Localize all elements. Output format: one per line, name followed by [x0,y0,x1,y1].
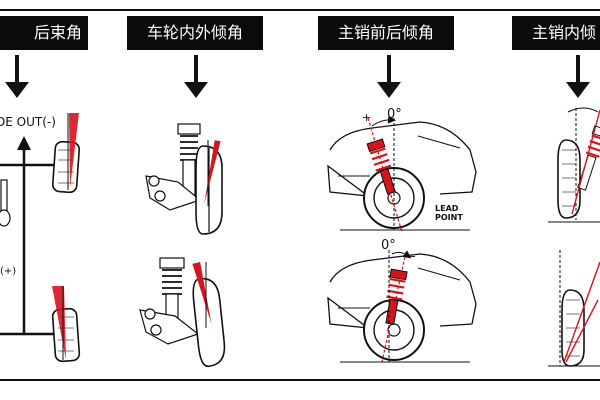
wheel-icon [51,140,81,194]
caster-diagram-bottom [327,250,477,363]
strut-icon [577,125,600,191]
car-front-icon [327,253,477,329]
header-camber-label: 车轮内外倾角 [146,23,243,42]
lead-point-label: LEAD POINT [435,204,463,222]
down-arrow-icon [566,55,590,98]
car-front-icon [327,121,477,197]
strut-icon [0,179,11,227]
strut-icon [177,123,201,201]
header-toe: 后束角 [0,16,88,50]
wheel-icon [51,307,81,363]
wheel-icon [192,277,226,368]
kpi-diagram-bottom [548,250,600,367]
strut-icon [385,268,408,325]
header-caster-label: 主销前后倾角 [337,23,434,42]
caster-minus-label: − [407,250,417,263]
header-toe-label: 后束角 [33,23,82,42]
down-arrow-icon [184,55,208,98]
header-camber: 车轮内外倾角 [127,16,263,50]
toe-diagram [0,113,81,363]
toe-out-label: DE OUT(-) [0,115,56,129]
caster-plus-label: + [362,111,372,124]
camber-diagram-top [145,123,223,235]
wheel-icon [561,289,585,367]
toe-in-label: (+) [0,266,17,277]
caster-zero-bottom-label: 0° [381,238,396,253]
header-kpi: 主销内倾 [512,16,600,50]
wheel-icon [557,139,581,219]
frame-border [0,9,600,381]
kpi-diagram-top [548,107,600,223]
down-arrow-icon [377,55,401,98]
down-arrow-icon [5,55,29,98]
header-caster: 主销前后倾角 [318,16,454,50]
caster-diagram-top [327,115,477,233]
camber-diagram-bottom [139,257,226,368]
header-kpi-label: 主销内倾 [531,23,596,42]
caster-zero-top-label: 0° [387,107,402,122]
wheel-icon [195,145,223,235]
